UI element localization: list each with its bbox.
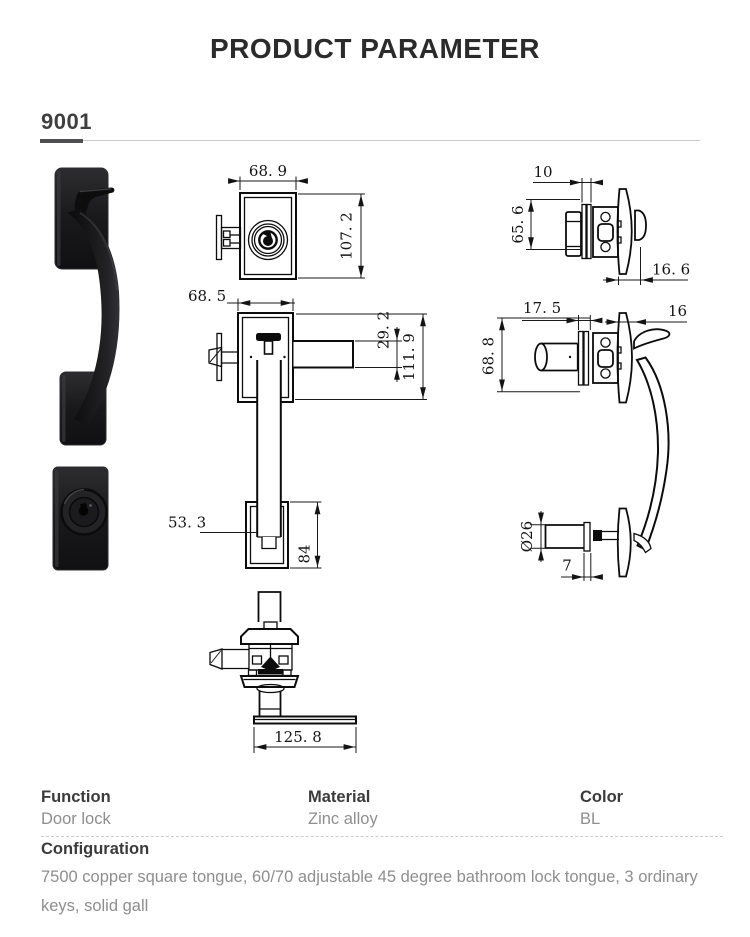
drawing-handleset-top: 125. 8 (209, 591, 357, 753)
spec-color-value: BL (580, 810, 601, 828)
drawing-deadbolt-side: 10 65. 6 16. 6 (509, 163, 690, 285)
spec-color-label: Color (580, 788, 624, 806)
dim-handleset-side-body-height: 68. 8 (480, 337, 498, 375)
model-underline (83, 140, 700, 141)
dim-handleset-front-height: 111. 9 (400, 333, 418, 381)
dim-deadbolt-side-latch-depth: 10 (533, 163, 552, 181)
handle-curve (635, 356, 670, 551)
page-title: PRODUCT PARAMETER (210, 33, 540, 64)
drawing-deadbolt-front: 68. 9 107. 2 (215, 162, 365, 280)
spec-material-value: Zinc alloy (308, 810, 378, 828)
dim-handleset-front-grip-width: 53. 3 (168, 514, 206, 532)
spec-function: Function Door lock (41, 788, 111, 829)
deadbolt-photo (52, 466, 109, 571)
model-underline-accent (40, 139, 83, 143)
drawing-handleset-front: 68. 5 29. 2 111. 9 53. 3 84 (168, 287, 427, 569)
dim-handleset-side-plate-depth: 16 (668, 302, 687, 320)
dim-handleset-front-grip-bar: 29. 2 (375, 311, 393, 349)
handleset-photo (54, 167, 120, 446)
drawing-handle-bottom: Ø26 7 (518, 507, 652, 581)
dim-handleset-side-latch-depth: 17. 5 (523, 299, 561, 317)
dim-handleset-front-width: 68. 5 (188, 287, 226, 305)
spec-color: Color BL (580, 788, 623, 829)
technical-drawing: 68. 9 107. 2 (52, 162, 690, 753)
spec-function-value: Door lock (41, 810, 111, 828)
configuration-section: Configuration 7500 copper square tongue,… (41, 839, 725, 921)
dim-deadbolt-front-width: 68. 9 (249, 162, 287, 180)
configuration-value: 7500 copper square tongue, 60/70 adjusta… (41, 868, 698, 915)
model-number: 9001 (41, 109, 92, 134)
spec-function-label: Function (41, 788, 111, 806)
dashed-divider (41, 836, 723, 837)
dim-deadbolt-front-height: 107. 2 (338, 212, 356, 260)
dim-top-view-base-length: 125. 8 (274, 728, 322, 746)
configuration-label: Configuration (41, 840, 150, 858)
thumb-lever (74, 187, 115, 217)
spec-material-label: Material (308, 788, 371, 806)
drawing-handleset-side: 17. 5 16 68. 8 Ø26 (480, 299, 687, 581)
dim-handle-bottom-cap-depth: 7 (562, 557, 572, 575)
handle-hook (633, 328, 671, 350)
keyhole (78, 506, 89, 516)
handle-grip (68, 209, 120, 426)
dim-handle-bottom-cylinder-diameter: Ø26 (518, 521, 536, 552)
spec-material: Material Zinc alloy (308, 788, 378, 829)
dim-deadbolt-side-body-height: 65. 6 (509, 205, 527, 243)
dim-deadbolt-side-plate-depth: 16. 6 (652, 261, 690, 279)
dim-handleset-front-bracket-height: 84 (296, 544, 314, 563)
